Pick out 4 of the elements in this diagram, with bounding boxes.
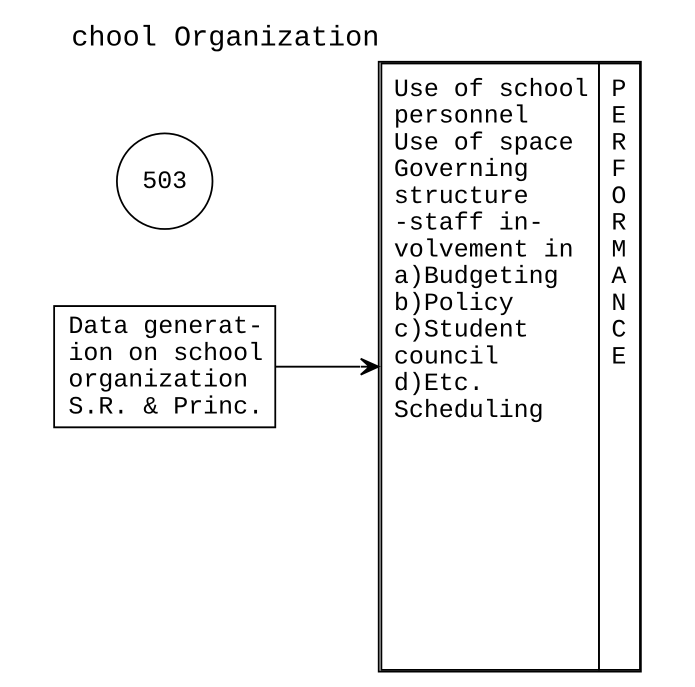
arrow bbox=[275, 358, 380, 376]
node-circle: 503 bbox=[116, 132, 214, 230]
node-box: Data generat- ion on school organization S.R. & Princ. bbox=[53, 305, 276, 428]
diagram-title: chool Organization bbox=[71, 21, 380, 54]
